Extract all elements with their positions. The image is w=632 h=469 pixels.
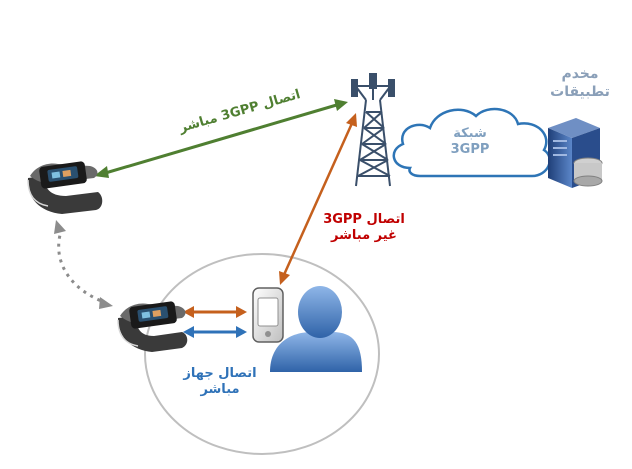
indirect-3gpp-label-line1: اتصال 3GPP [323, 212, 405, 227]
d2d-blue-arrow [183, 326, 247, 338]
watch-to-watch-dashed-arrow [54, 220, 113, 309]
server-icon [548, 118, 603, 188]
indirect-3gpp-link-arrow [279, 113, 357, 285]
network-label-line2: 3GPP [450, 142, 490, 158]
network-label-line1: شبكة [453, 126, 487, 141]
d2d-label: اتصال جهاز مباشر [172, 366, 268, 399]
proximity-range-circle [144, 253, 380, 455]
direct-3gpp-link-arrow [94, 99, 348, 178]
d2d-label-line1: اتصال جهاز [183, 366, 257, 381]
indirect-3gpp-label: اتصال 3GPP غير مباشر [316, 212, 412, 245]
d2d-label-line2: مباشر [200, 382, 240, 398]
d2d-orange-arrow [183, 306, 247, 318]
app-server-label-line2: تطبيقات [550, 83, 610, 100]
person-icon [270, 286, 362, 372]
app-server-label-line1: مخدم [561, 66, 599, 82]
cell-tower-icon [351, 73, 395, 187]
indirect-3gpp-label-line2: غير مباشر [331, 228, 397, 244]
app-server-label: مخدم تطبيقات [540, 66, 620, 101]
handset-icon [252, 287, 284, 343]
smartwatch-icon [27, 161, 103, 214]
cloud-icon [392, 107, 551, 178]
network-label: شبكة 3GPP [438, 126, 502, 159]
smartwatch-icon [117, 301, 188, 352]
